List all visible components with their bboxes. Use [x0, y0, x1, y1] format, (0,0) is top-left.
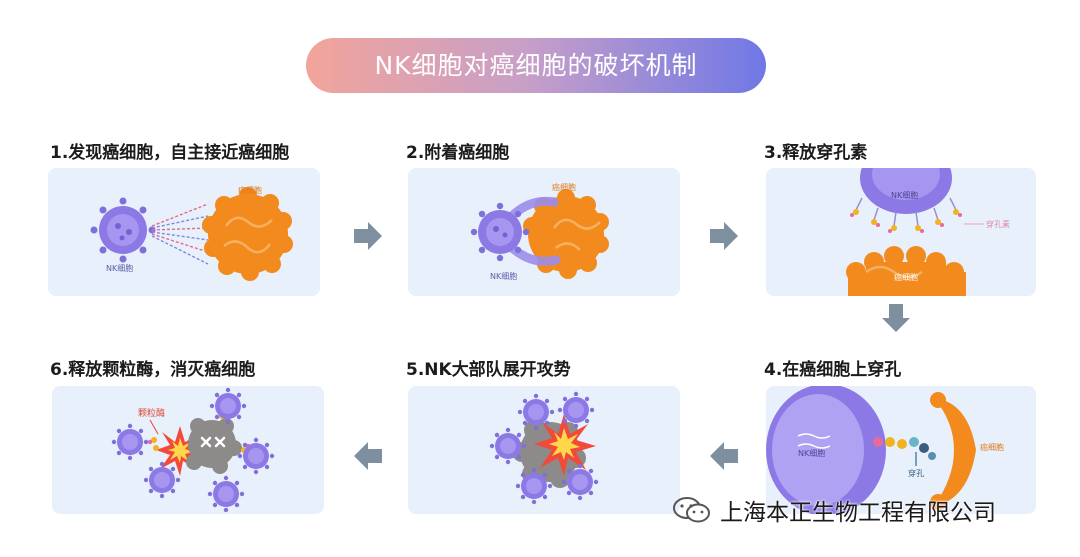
arrow-left-icon — [710, 442, 738, 470]
recognition-rays — [151, 203, 209, 265]
nk-cell-4 — [143, 461, 181, 499]
hole-label: 穿孔 — [908, 468, 924, 478]
step-4-label: 4.在癌细胞上穿孔 — [764, 360, 902, 380]
nk-label: NK细胞 — [106, 263, 133, 273]
perforin-label: 穿孔素 — [986, 219, 1010, 229]
nk-cell-1 — [111, 423, 149, 461]
cancer-label: 癌细胞 — [238, 185, 262, 195]
nk-cell-5 — [561, 463, 599, 501]
step-6-label: 6.释放颗粒酶，消灭癌细胞 — [50, 360, 256, 380]
step-4-panel: 穿孔 NK细胞 癌细胞 — [766, 386, 1036, 514]
watermark: 上海本正生物工程有限公司 — [672, 492, 996, 528]
arrow-left-icon — [354, 442, 382, 470]
cancer-cell — [202, 187, 293, 281]
nk-cell-3 — [489, 427, 527, 465]
arrow-right-icon — [354, 222, 382, 250]
nk-cell — [90, 197, 156, 263]
cancer-label: 癌细胞 — [894, 272, 918, 282]
arrow-down-icon — [882, 304, 910, 332]
nk-cell — [860, 168, 952, 214]
explosion — [534, 414, 596, 476]
nk-label: NK细胞 — [891, 190, 918, 200]
cancer-label: 癌细胞 — [980, 442, 1004, 452]
cancer-cell — [846, 246, 966, 296]
dead-cancer-cell — [186, 418, 242, 474]
nk-cell-5 — [207, 475, 245, 513]
step-5-panel — [408, 386, 680, 514]
nk-cell — [470, 202, 530, 262]
step-5-label: 5.NK大部队展开攻势 — [406, 360, 571, 380]
cancer-cell — [930, 392, 976, 510]
nk-label: NK细胞 — [490, 271, 517, 281]
page-title: NK细胞对癌细胞的破坏机制 — [306, 38, 766, 93]
step-1-label: 1.发现癌细胞，自主接近癌细胞 — [50, 143, 290, 163]
arrow-right-icon — [710, 222, 738, 250]
step-1-panel: 癌细胞 NK细胞 — [48, 168, 320, 296]
wechat-icon — [673, 497, 710, 523]
nk-label: NK细胞 — [798, 448, 825, 458]
step-2-label: 2.附着癌细胞 — [406, 143, 510, 163]
step-3-label: 3.释放穿孔素 — [764, 143, 868, 163]
nk-cell-2 — [209, 387, 247, 425]
step-3-panel: 穿孔素 NK细胞 癌细胞 — [766, 168, 1036, 296]
nk-cell-3 — [237, 437, 275, 475]
perforin-molecules — [850, 197, 962, 233]
nk-cell-1 — [517, 393, 555, 431]
watermark-text: 上海本正生物工程有限公司 — [720, 500, 996, 526]
step-2-panel: 癌细胞 NK细胞 — [408, 168, 680, 296]
step-6-panel: 颗粒酶 — [52, 386, 324, 514]
cancer-label: 癌细胞 — [552, 182, 576, 192]
granzyme-label: 颗粒酶 — [138, 407, 165, 419]
nk-cell-2 — [557, 391, 595, 429]
nk-cell-4 — [515, 467, 553, 505]
nk-cell — [766, 386, 886, 514]
perforin-pore — [873, 437, 936, 466]
